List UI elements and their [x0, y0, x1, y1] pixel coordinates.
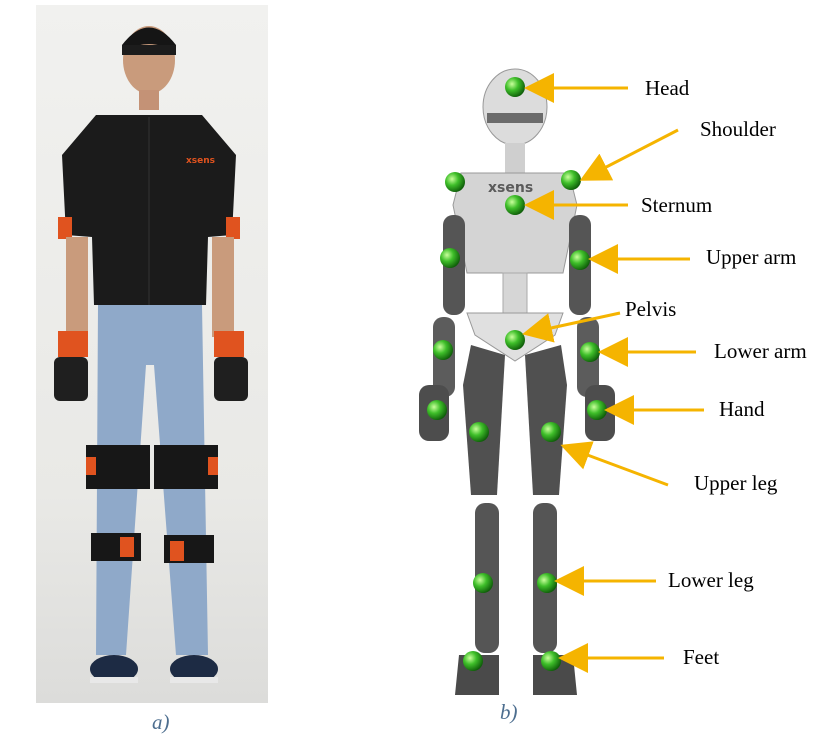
label-lower-leg: Lower leg	[668, 568, 754, 593]
label-upper-leg: Upper leg	[694, 471, 777, 496]
label-hand: Hand	[719, 397, 765, 422]
label-pelvis: Pelvis	[625, 297, 676, 322]
label-upper-arm: Upper arm	[706, 245, 796, 270]
label-lower-arm: Lower arm	[714, 339, 807, 364]
label-head: Head	[645, 76, 689, 101]
label-feet: Feet	[683, 645, 719, 670]
label-shoulder: Shoulder	[700, 117, 776, 142]
caption-a: a)	[152, 710, 170, 735]
label-sternum: Sternum	[641, 193, 712, 218]
caption-b: b)	[500, 700, 518, 725]
